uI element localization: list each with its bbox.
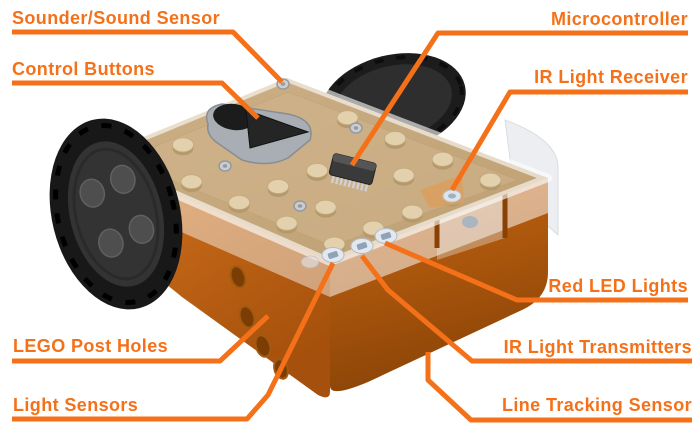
wheel-posts	[79, 164, 155, 258]
label-ir-light-transmitters: IR Light Transmitters	[503, 337, 692, 357]
label-light-sensors: Light Sensors	[13, 395, 139, 415]
round-button	[213, 103, 255, 131]
label-lego-post-holes: LEGO Post Holes	[13, 336, 169, 356]
callout-line-ir-transmitters	[360, 254, 692, 364]
callout-line-line-tracking	[425, 352, 692, 423]
label-control-buttons: Control Buttons	[12, 59, 155, 79]
callout-line-sounder	[12, 29, 284, 84]
label-line-tracking-sensor: Line Tracking Sensor	[501, 395, 692, 415]
front-sensor-bumps	[300, 228, 398, 269]
ir-transmitter-bump	[350, 238, 374, 254]
callout-line-control-buttons	[12, 80, 260, 120]
callout-lines	[12, 29, 692, 423]
ir-receiver-bump	[420, 175, 464, 208]
callout-line-microcontroller	[349, 30, 688, 167]
label-ir-light-receiver: IR Light Receiver	[534, 67, 688, 87]
control-buttons-assembly	[205, 103, 312, 165]
label-sounder-sound-sensor: Sounder/Sound Sensor	[12, 8, 221, 28]
play-button-icon	[245, 109, 310, 149]
callout-line-lego-post-holes	[12, 314, 270, 364]
callout-line-red-led	[384, 240, 688, 303]
callout-line-light-sensors	[12, 261, 336, 422]
label-microcontroller: Microcontroller	[550, 9, 688, 29]
red-led-bump	[374, 228, 398, 244]
callout-line-ir-receiver	[449, 89, 688, 192]
light-sensor-bump	[321, 247, 345, 263]
left-wheel	[49, 118, 183, 310]
label-red-led-lights: Red LED Lights	[548, 276, 688, 296]
